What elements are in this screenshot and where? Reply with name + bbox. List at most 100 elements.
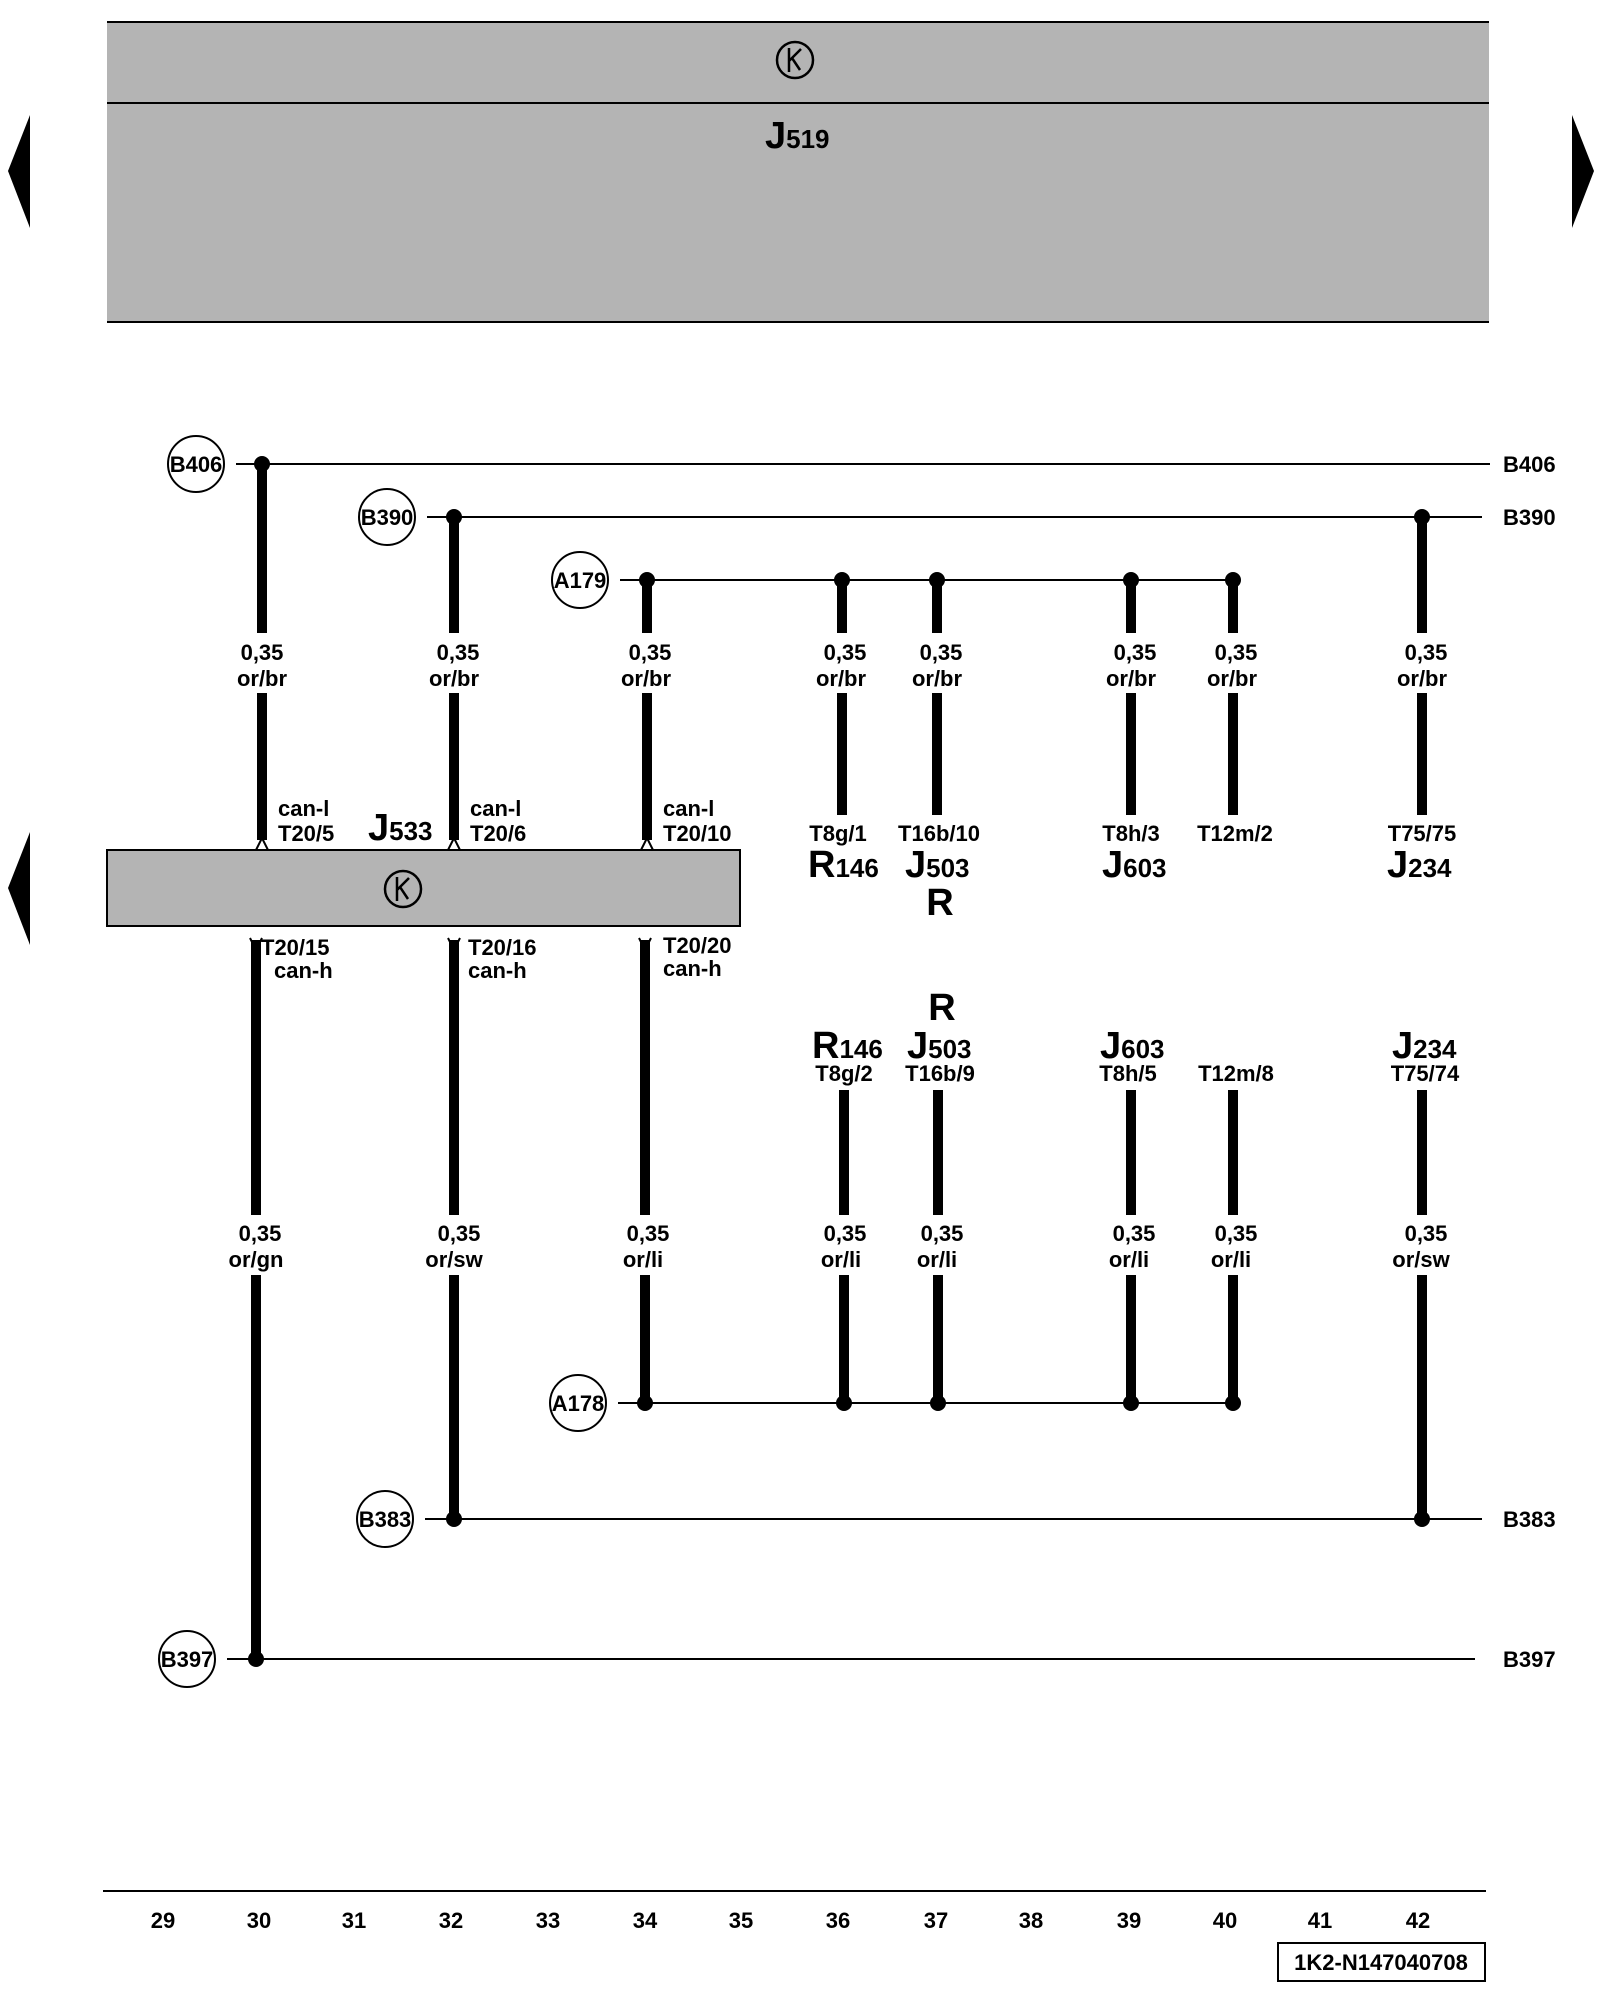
wire-color: or/br [816, 666, 867, 691]
column-number: 37 [924, 1908, 948, 1933]
wire-pin: T8h/3 [1102, 821, 1159, 846]
wire-color: or/br [1106, 666, 1157, 691]
wire-pin: T75/75 [1388, 821, 1457, 846]
bus-b397: B397 B397 [158, 1630, 1556, 1688]
column-number: 31 [342, 1908, 366, 1933]
wire-lower-col42: J234 T75/74 0,35 or/sw [1391, 1025, 1460, 1527]
column-number: 32 [439, 1908, 463, 1933]
wire-size: 0,35 [921, 1221, 964, 1246]
gateway-module-label: J533 [368, 807, 433, 849]
bus-circle-label: B397 [161, 1647, 214, 1672]
bus-end-label: B383 [1503, 1507, 1556, 1532]
wire-upper-col40: 0,35 or/br T12m/2 [1197, 572, 1273, 846]
component-label: R146 [808, 844, 879, 886]
wire-color: or/li [1109, 1247, 1149, 1272]
wire-color: or/sw [425, 1247, 483, 1272]
column-number: 29 [151, 1908, 175, 1933]
wire-pin: T75/74 [1391, 1061, 1460, 1086]
wire-pin: T12m/8 [1198, 1061, 1274, 1086]
wire-upper-col37: 0,35 or/br T16b/10 J503 R [898, 572, 980, 924]
wire-size: 0,35 [1114, 640, 1157, 665]
can-bus-icon [383, 869, 423, 909]
nav-left-icon[interactable] [8, 115, 30, 228]
wire-pin: T8g/2 [815, 1061, 872, 1086]
wire-size: 0,35 [920, 640, 963, 665]
can-bus-icon [775, 40, 815, 80]
bus-b390: B390 B390 [358, 488, 1556, 546]
wire-pin: T20/10 [663, 821, 732, 846]
wire-size: 0,35 [437, 640, 480, 665]
wire-size: 0,35 [1113, 1221, 1156, 1246]
wire-size: 0,35 [824, 1221, 867, 1246]
wire-signal: can-h [663, 956, 722, 981]
wire-pin: T16b/10 [898, 821, 980, 846]
wire-pin: T20/5 [278, 821, 334, 846]
wire-size: 0,35 [241, 640, 284, 665]
wire-signal: can-h [468, 958, 527, 983]
column-number: 30 [247, 1908, 271, 1933]
bus-end-label: B406 [1503, 452, 1556, 477]
wire-color: or/li [1211, 1247, 1251, 1272]
wire-lower-col37: R J503 T16b/9 0,35 or/li [905, 987, 975, 1411]
component-label: J503 [905, 844, 970, 886]
component-label: J234 [1392, 1025, 1457, 1067]
bus-b406: B406 B406 [167, 435, 1556, 493]
wire-color: or/sw [1392, 1247, 1450, 1272]
wire-color: or/li [821, 1247, 861, 1272]
column-number: 41 [1308, 1908, 1332, 1933]
wire-color: or/br [912, 666, 963, 691]
wire-size: 0,35 [629, 640, 672, 665]
gateway-module-j533: J533 [106, 807, 741, 927]
wire-upper-col34: 0,35 or/br can-l T20/10 [621, 572, 732, 851]
wire-upper-col39: 0,35 or/br T8h/3 J603 [1102, 572, 1167, 886]
wire-size: 0,35 [1405, 640, 1448, 665]
wire-size: 0,35 [627, 1221, 670, 1246]
bus-circle-label: B383 [359, 1507, 412, 1532]
wire-size: 0,35 [824, 640, 867, 665]
wire-lower-col36: R146 T8g/2 0,35 or/li [812, 1025, 883, 1411]
top-module-j519: J519 [107, 21, 1489, 323]
wire-pin: T20/16 [468, 935, 537, 960]
wire-lower-col40: T12m/8 0,35 or/li [1198, 1061, 1274, 1411]
nav-right-icon[interactable] [1572, 115, 1594, 228]
wire-signal: can-l [663, 796, 714, 821]
wire-upper-col30: 0,35 or/br can-l T20/5 [237, 456, 334, 851]
wire-lower-col30: T20/15 can-h 0,35 or/gn [229, 935, 333, 1667]
bus-circle-label: B390 [361, 505, 414, 530]
wire-color: or/gn [229, 1247, 284, 1272]
wire-upper-col36: 0,35 or/br T8g/1 R146 [808, 572, 879, 886]
component-label: J503 [907, 1025, 972, 1067]
wire-upper-col32: 0,35 or/br can-l T20/6 [429, 509, 526, 851]
bus-end-label: B397 [1503, 1647, 1556, 1672]
wire-pin: T20/6 [470, 821, 526, 846]
wire-color: or/br [621, 666, 672, 691]
bus-circle-label: A179 [554, 568, 607, 593]
nav-left-icon[interactable] [8, 832, 30, 945]
bus-end-label: B390 [1503, 505, 1556, 530]
column-number: 39 [1117, 1908, 1141, 1933]
component-label-secondary: R [928, 987, 955, 1029]
column-number: 36 [826, 1908, 850, 1933]
wire-color: or/li [623, 1247, 663, 1272]
wire-signal: can-h [274, 958, 333, 983]
column-ruler: 29 30 31 32 33 34 35 36 37 38 39 40 41 4… [103, 1890, 1486, 1933]
component-label: J603 [1102, 844, 1167, 886]
column-number: 42 [1406, 1908, 1430, 1933]
component-label: J234 [1387, 844, 1452, 886]
wire-size: 0,35 [1215, 640, 1258, 665]
wire-upper-col42: 0,35 or/br T75/75 J234 [1387, 509, 1456, 886]
wire-size: 0,35 [239, 1221, 282, 1246]
document-id-label: 1K2-N147040708 [1294, 1950, 1468, 1975]
wire-pin: T16b/9 [905, 1061, 975, 1086]
wire-signal: can-l [278, 796, 329, 821]
bus-a178: A178 [549, 1374, 1233, 1432]
wire-size: 0,35 [438, 1221, 481, 1246]
wire-size: 0,35 [1405, 1221, 1448, 1246]
bus-circle-label: A178 [552, 1391, 605, 1416]
component-label: J603 [1100, 1025, 1165, 1067]
column-number: 40 [1213, 1908, 1237, 1933]
component-label: R146 [812, 1025, 883, 1067]
wire-lower-col32: T20/16 can-h 0,35 or/sw [425, 935, 537, 1527]
component-label-secondary: R [926, 882, 953, 924]
